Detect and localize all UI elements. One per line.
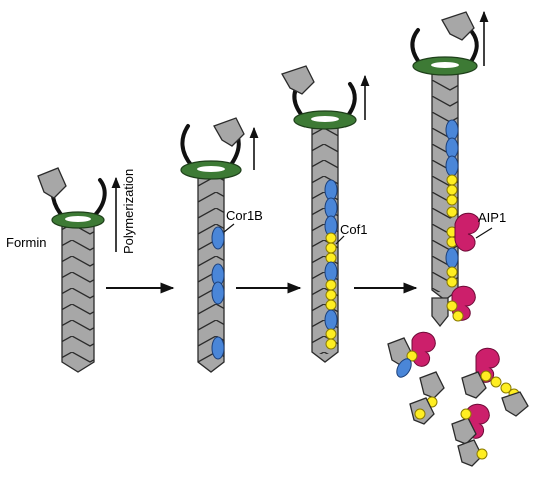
cof1-protein xyxy=(460,408,472,420)
formin-label: Formin xyxy=(6,235,46,250)
cof1-protein xyxy=(446,194,458,206)
cor1b-protein xyxy=(211,226,225,250)
cof1-protein xyxy=(325,299,337,311)
stage-2-filament: Cor1B xyxy=(180,117,263,373)
actin-monomer-4 xyxy=(441,11,475,41)
cof1-protein xyxy=(414,408,426,420)
cof1-protein xyxy=(446,276,458,288)
cof1-protein xyxy=(446,266,458,278)
polymerization-label: Polymerization xyxy=(121,169,136,254)
cof1-protein xyxy=(490,376,502,388)
actin-fragment xyxy=(461,371,487,399)
cor1b-protein xyxy=(324,179,338,201)
formin-arm-right-3 xyxy=(344,82,357,120)
cor1b-protein xyxy=(324,261,338,283)
formin-arm-right xyxy=(90,178,107,220)
actin-fragment xyxy=(501,391,529,417)
actin-fragment xyxy=(457,439,483,467)
cof1-protein xyxy=(476,448,488,460)
severed-fragments xyxy=(387,285,529,467)
cof1-protein xyxy=(325,242,337,254)
cof1-label: Cof1 xyxy=(340,222,367,237)
actin-fragment xyxy=(431,297,449,328)
cor1b-protein xyxy=(445,137,459,159)
cor1b-label: Cor1B xyxy=(226,208,263,223)
cor1b-protein xyxy=(445,247,459,269)
cor1b-protein xyxy=(324,309,338,331)
cof1-protein xyxy=(325,328,337,340)
cor1b-protein xyxy=(211,336,225,360)
cof1-leader xyxy=(335,235,345,245)
cor1b-protein xyxy=(445,119,459,141)
actin-monomer-3 xyxy=(281,65,315,95)
cof1-protein xyxy=(325,279,337,291)
cor1b-protein xyxy=(445,155,459,177)
aip1-label: AIP1 xyxy=(478,210,506,225)
cof1-protein xyxy=(325,232,337,244)
cor1b-protein xyxy=(324,197,338,219)
aip1-protein xyxy=(454,212,480,252)
stage-4-filament: AIP1 xyxy=(410,10,506,301)
aip1-protein xyxy=(411,331,436,367)
cor1b-protein xyxy=(396,358,412,378)
cof1-protein xyxy=(325,289,337,301)
stage-1-filament: Formin Polymerization xyxy=(6,167,136,373)
cor1b-protein xyxy=(211,281,225,305)
cof1-protein xyxy=(500,382,512,394)
cor1b-leader xyxy=(223,223,235,233)
actin-fragment xyxy=(419,371,445,399)
actin-monomer-1 xyxy=(37,167,67,199)
cof1-protein xyxy=(480,370,492,382)
actin-monomer-2 xyxy=(213,117,245,147)
formin-arm-left-2 xyxy=(180,124,194,168)
aip1-leader xyxy=(475,227,493,239)
cof1-protein xyxy=(325,338,337,350)
cof1-protein xyxy=(452,310,464,322)
cof1-protein xyxy=(446,174,458,186)
cof1-protein xyxy=(446,300,458,312)
cof1-protein xyxy=(406,350,418,362)
cof1-protein xyxy=(446,184,458,196)
actin-chevrons-1 xyxy=(62,226,94,364)
stage-3-filament: Cof1 xyxy=(281,65,370,363)
cof1-protein xyxy=(446,206,458,218)
